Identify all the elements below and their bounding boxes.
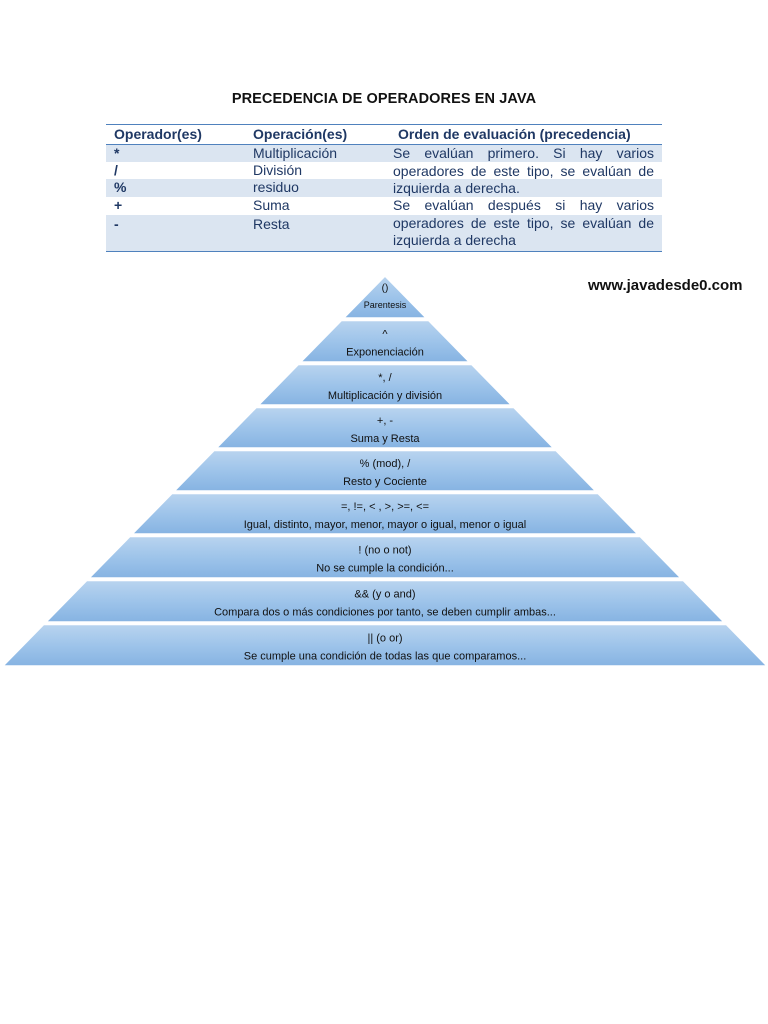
- table-row-operation: Resta: [253, 216, 290, 232]
- table-bottom-border: [106, 251, 662, 252]
- pyramid-level-label: Multiplicación y división: [328, 390, 442, 402]
- pyramid-level-7: [87, 535, 683, 579]
- table-row-operator: /: [114, 162, 118, 178]
- pyramid-level-symbol: && (y o and): [354, 588, 415, 600]
- pyramid-level-symbol: (): [382, 283, 389, 294]
- pyramid-level-3: [256, 363, 514, 406]
- pyramid-level-2: [298, 319, 472, 363]
- table-row-operator: +: [114, 197, 123, 213]
- precedence-table: Operador(es) Operación(es) Orden de eval…: [106, 124, 662, 252]
- pyramid-level-symbol: ^: [382, 328, 388, 340]
- pyramid-level-6: [130, 492, 640, 535]
- header-operators: Operador(es): [114, 126, 202, 142]
- pyramid-level-label: No se cumple la condición...: [316, 562, 454, 574]
- pyramid-level-label: Compara dos o más condiciones por tanto,…: [214, 606, 556, 618]
- row-band: [106, 145, 662, 162]
- pyramid-level-1: [342, 274, 428, 319]
- pyramid-level-symbol: % (mod), /: [360, 458, 412, 470]
- table-row-operation: Multiplicación: [253, 145, 338, 161]
- pyramid-level-symbol: =, !=, < , >, >=, <=: [341, 501, 429, 513]
- table-row-operation: División: [253, 162, 303, 178]
- table-row-operation: residuo: [253, 179, 299, 195]
- description-first-group: Se evalúan primero. Si hay varios operad…: [393, 145, 654, 196]
- pyramid-level-symbol: ! (no o not): [358, 544, 411, 556]
- pyramid-level-5: [172, 449, 598, 492]
- header-evaluation-order: Orden de evaluación (precedencia): [398, 126, 631, 142]
- table-row-operator: %: [114, 179, 127, 195]
- description-second-group: Se evalúan después si hay varios operado…: [393, 197, 654, 248]
- table-row-operator: *: [114, 145, 120, 161]
- pyramid-level-label: Igual, distinto, mayor, menor, mayor o i…: [244, 519, 526, 531]
- table-row-operator: -: [114, 216, 119, 232]
- row-band: [106, 179, 662, 197]
- pyramid-level-symbol: *, /: [378, 372, 392, 384]
- pyramid-level-label: Resto y Cociente: [343, 476, 427, 488]
- table-top-border: [106, 124, 662, 125]
- website-label: www.javadesde0.com: [588, 277, 743, 294]
- table-row-operation: Suma: [253, 197, 290, 213]
- pyramid-level-label: Exponenciación: [346, 346, 424, 358]
- pyramid-level-label: Parentesis: [364, 300, 407, 310]
- pyramid-level-symbol: +, -: [377, 415, 394, 427]
- pyramid-level-8: [44, 579, 726, 623]
- page-title: PRECEDENCIA DE OPERADORES EN JAVA: [231, 91, 537, 107]
- pyramid-level-label: Se cumple una condición de todas las que…: [244, 650, 527, 662]
- header-divider: [106, 144, 662, 145]
- pyramid-level-9: [1, 623, 768, 667]
- pyramid-level-4: [214, 406, 556, 449]
- precedence-pyramid: () Parentesis ^ Exponenciación *, / Multiplic…: [1, 274, 768, 667]
- header-operations: Operación(es): [253, 126, 348, 142]
- pyramid-level-label: Suma y Resta: [350, 433, 420, 445]
- row-band: [106, 215, 662, 251]
- pyramid-level-symbol: || (o or): [367, 632, 402, 644]
